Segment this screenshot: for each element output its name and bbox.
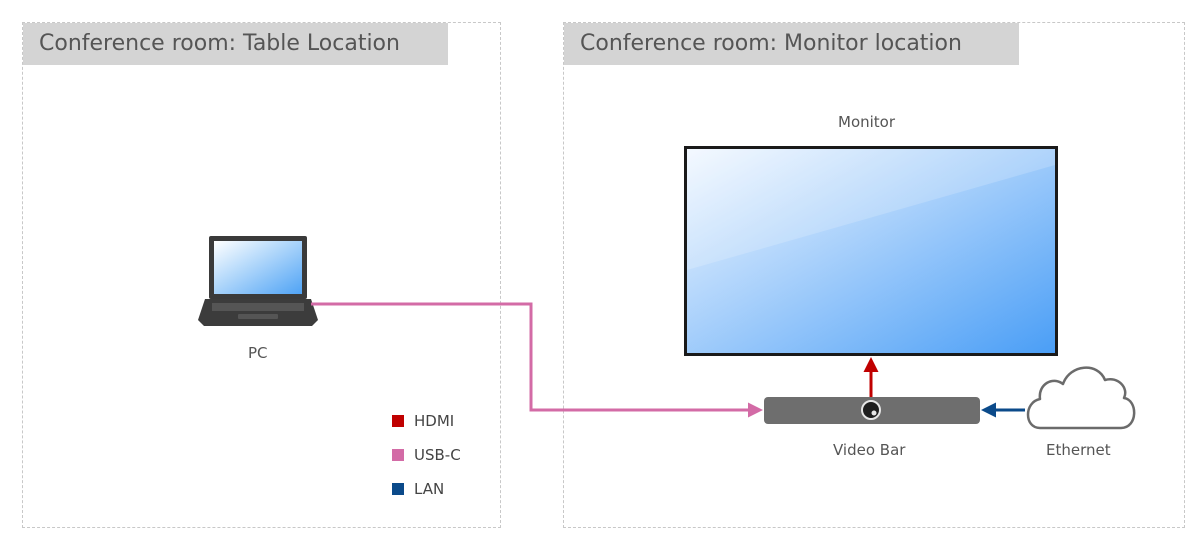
legend-label-usb-c: USB-C — [414, 445, 461, 464]
monitor-location-zone: Conference room: Monitor location — [563, 22, 1185, 528]
legend-item-lan: LAN — [392, 479, 461, 498]
legend: HDMI USB-C LAN — [392, 412, 461, 514]
video-bar-icon — [764, 397, 980, 424]
legend-item-hdmi: HDMI — [392, 411, 461, 430]
legend-label-lan: LAN — [414, 479, 445, 498]
pc-label: PC — [248, 344, 268, 362]
table-location-title: Conference room: Table Location — [23, 23, 448, 65]
cloud-icon — [1026, 366, 1136, 430]
laptop-icon — [198, 236, 318, 326]
video-bar-label: Video Bar — [833, 441, 906, 459]
usb-c-cable — [311, 302, 763, 418]
legend-item-usb-c: USB-C — [392, 445, 461, 464]
table-location-zone: Conference room: Table Location — [22, 22, 501, 528]
monitor-location-title: Conference room: Monitor location — [564, 23, 1019, 65]
monitor-icon — [684, 146, 1058, 356]
ethernet-label: Ethernet — [1046, 441, 1111, 459]
monitor-label: Monitor — [838, 113, 896, 131]
legend-swatch-hdmi — [392, 414, 404, 427]
legend-swatch-lan — [392, 482, 404, 495]
legend-label-hdmi: HDMI — [414, 411, 455, 430]
legend-swatch-usb-c — [392, 448, 404, 461]
